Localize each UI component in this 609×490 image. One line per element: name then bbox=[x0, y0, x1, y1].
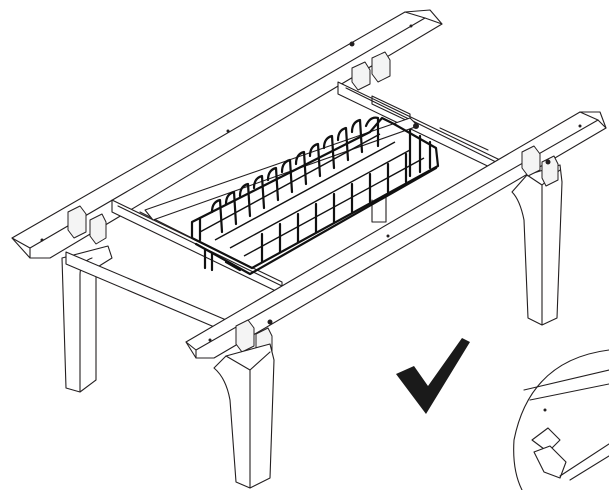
back-left-leg bbox=[61, 245, 113, 393]
check-mark-icon bbox=[396, 338, 470, 414]
corner-detail-inset bbox=[513, 349, 609, 490]
back-beam-brackets bbox=[67, 41, 391, 245]
cable-basket bbox=[190, 116, 440, 276]
left-cross-rail bbox=[111, 199, 283, 295]
front-left-leg bbox=[213, 343, 275, 489]
back-top-beam bbox=[11, 9, 443, 259]
basket-wires bbox=[198, 116, 432, 264]
back-right-leg bbox=[511, 164, 563, 326]
